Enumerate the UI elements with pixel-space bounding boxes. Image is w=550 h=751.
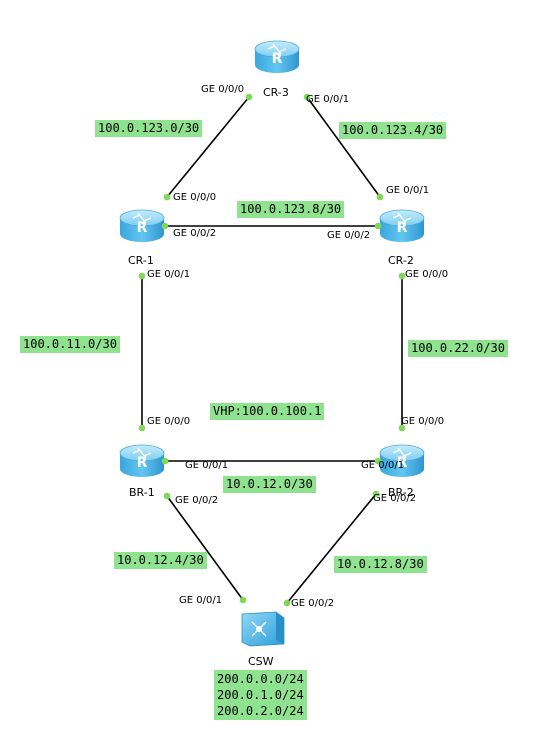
port-dot — [376, 193, 384, 201]
port-label: GE 0/0/1 — [306, 94, 350, 105]
network-label: 100.0.123.8/30 — [237, 201, 345, 218]
port-dot — [374, 457, 382, 465]
port-label: GE 0/0/1 — [147, 269, 191, 280]
port-dot — [245, 93, 253, 101]
router-glyph: R — [137, 220, 148, 236]
port-dots — [138, 93, 406, 607]
csw-network: 200.0.0.0/24 — [217, 672, 304, 686]
router-icon: R — [119, 444, 165, 478]
device-name-br2: BR-2 — [388, 486, 414, 499]
device-name-csw: CSW — [248, 655, 274, 668]
port-label: GE 0/0/0 — [405, 269, 449, 280]
port-dot — [239, 596, 247, 604]
network-label: 100.0.123.0/30 — [95, 120, 203, 137]
port-label: GE 0/0/1 — [386, 185, 430, 196]
router-glyph: R — [397, 455, 408, 471]
port-dot — [398, 424, 406, 432]
network-label: 10.0.12.0/30 — [223, 476, 316, 493]
link-cr3-cr1 — [166, 96, 250, 198]
port-label: GE 0/0/0 — [147, 416, 191, 427]
link-cr3-cr2 — [306, 96, 381, 198]
port-dot — [138, 272, 146, 280]
port-label: GE 0/0/2 — [327, 230, 371, 241]
csw-network: 200.0.1.0/24 — [217, 688, 304, 702]
port-label: GE 0/0/1 — [361, 460, 405, 471]
port-label: GE 0/0/0 — [173, 192, 217, 203]
port-dot — [161, 457, 169, 465]
port-dot — [372, 490, 380, 498]
switch-icon — [241, 611, 285, 647]
router-icon: R — [379, 444, 425, 478]
network-label: 100.0.123.4/30 — [339, 122, 447, 139]
port-dot — [138, 424, 146, 432]
port-label: GE 0/0/2 — [291, 598, 335, 609]
device-name-br1: BR-1 — [129, 486, 155, 499]
router-icon: R — [379, 209, 425, 243]
device-name-cr3: CR-3 — [263, 86, 289, 99]
router-glyph: R — [397, 220, 408, 236]
port-label: GE 0/0/1 — [179, 595, 223, 606]
router-glyph: R — [272, 51, 283, 67]
port-label: GE 0/0/1 — [185, 460, 229, 471]
csw-network: 200.0.2.0/24 — [217, 704, 304, 718]
router-icon: R — [254, 40, 300, 74]
port-label: GE 0/0/2 — [173, 228, 217, 239]
link-br1-csw — [166, 495, 244, 601]
device-name-cr2: CR-2 — [388, 254, 414, 267]
router-icon: R — [119, 209, 165, 243]
port-dot — [163, 193, 171, 201]
port-label: GE 0/0/0 — [201, 84, 245, 95]
network-label: 10.0.12.8/30 — [334, 556, 427, 573]
link-br2-csw — [286, 493, 377, 604]
port-dot — [374, 222, 382, 230]
network-label: 100.0.11.0/30 — [20, 336, 120, 353]
network-label: 10.0.12.4/30 — [114, 552, 207, 569]
port-dot — [163, 492, 171, 500]
device-name-cr1: CR-1 — [128, 254, 154, 267]
router-glyph: R — [137, 455, 148, 471]
csw-network-list: 200.0.0.0/24 200.0.1.0/24 200.0.2.0/24 — [214, 670, 307, 720]
port-dot — [398, 272, 406, 280]
port-dot — [161, 222, 169, 230]
port-label: GE 0/0/2 — [373, 493, 417, 504]
port-label: GE 0/0/2 — [175, 495, 219, 506]
port-label: GE 0/0/0 — [401, 416, 445, 427]
network-label: 100.0.22.0/30 — [408, 340, 508, 357]
port-dot — [303, 93, 311, 101]
port-dot — [283, 599, 291, 607]
network-label: VHP:100.0.100.1 — [210, 403, 325, 420]
